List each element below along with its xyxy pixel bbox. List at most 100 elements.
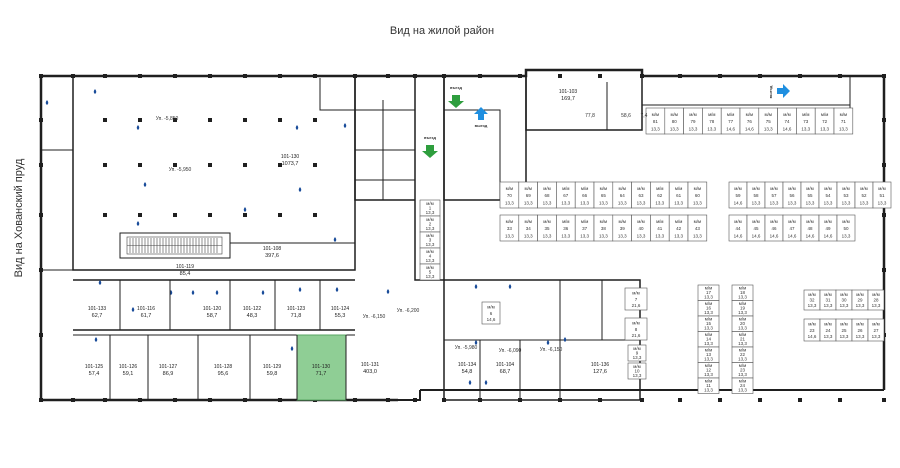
selected-unit-highlight[interactable] <box>296 334 347 401</box>
